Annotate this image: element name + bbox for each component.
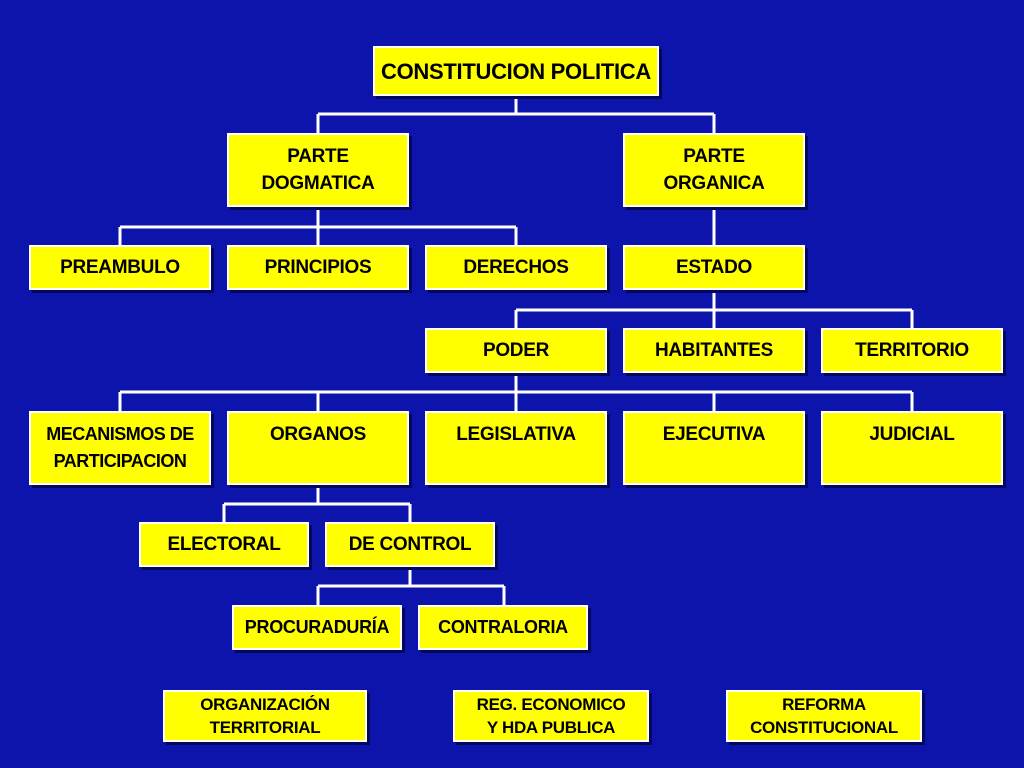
node-poder: PODER <box>425 328 607 373</box>
node-judicial: JUDICIAL <box>821 411 1003 485</box>
node-reg-economico: REG. ECONOMICO Y HDA PUBLICA <box>453 690 649 742</box>
node-parte-dogmatica: PARTE DOGMATICA <box>227 133 409 207</box>
node-parte-organica: PARTE ORGANICA <box>623 133 805 207</box>
node-principios: PRINCIPIOS <box>227 245 409 290</box>
node-contraloria: CONTRALORIA <box>418 605 588 650</box>
node-territorio: TERRITORIO <box>821 328 1003 373</box>
node-habitantes: HABITANTES <box>623 328 805 373</box>
node-organizacion-territorial: ORGANIZACIÓN TERRITORIAL <box>163 690 367 742</box>
node-derechos: DERECHOS <box>425 245 607 290</box>
node-mecanismos-de-participacion: MECANISMOS DE PARTICIPACION <box>29 411 211 485</box>
node-preambulo: PREAMBULO <box>29 245 211 290</box>
node-estado: ESTADO <box>623 245 805 290</box>
node-organos: ORGANOS <box>227 411 409 485</box>
node-electoral: ELECTORAL <box>139 522 309 567</box>
node-procuraduria: PROCURADURÍA <box>232 605 402 650</box>
node-reforma-constitucional: REFORMA CONSTITUCIONAL <box>726 690 922 742</box>
node-legislativa: LEGISLATIVA <box>425 411 607 485</box>
node-de-control: DE CONTROL <box>325 522 495 567</box>
node-constitucion-politica: CONSTITUCION POLITICA <box>373 46 659 96</box>
node-ejecutiva: EJECUTIVA <box>623 411 805 485</box>
